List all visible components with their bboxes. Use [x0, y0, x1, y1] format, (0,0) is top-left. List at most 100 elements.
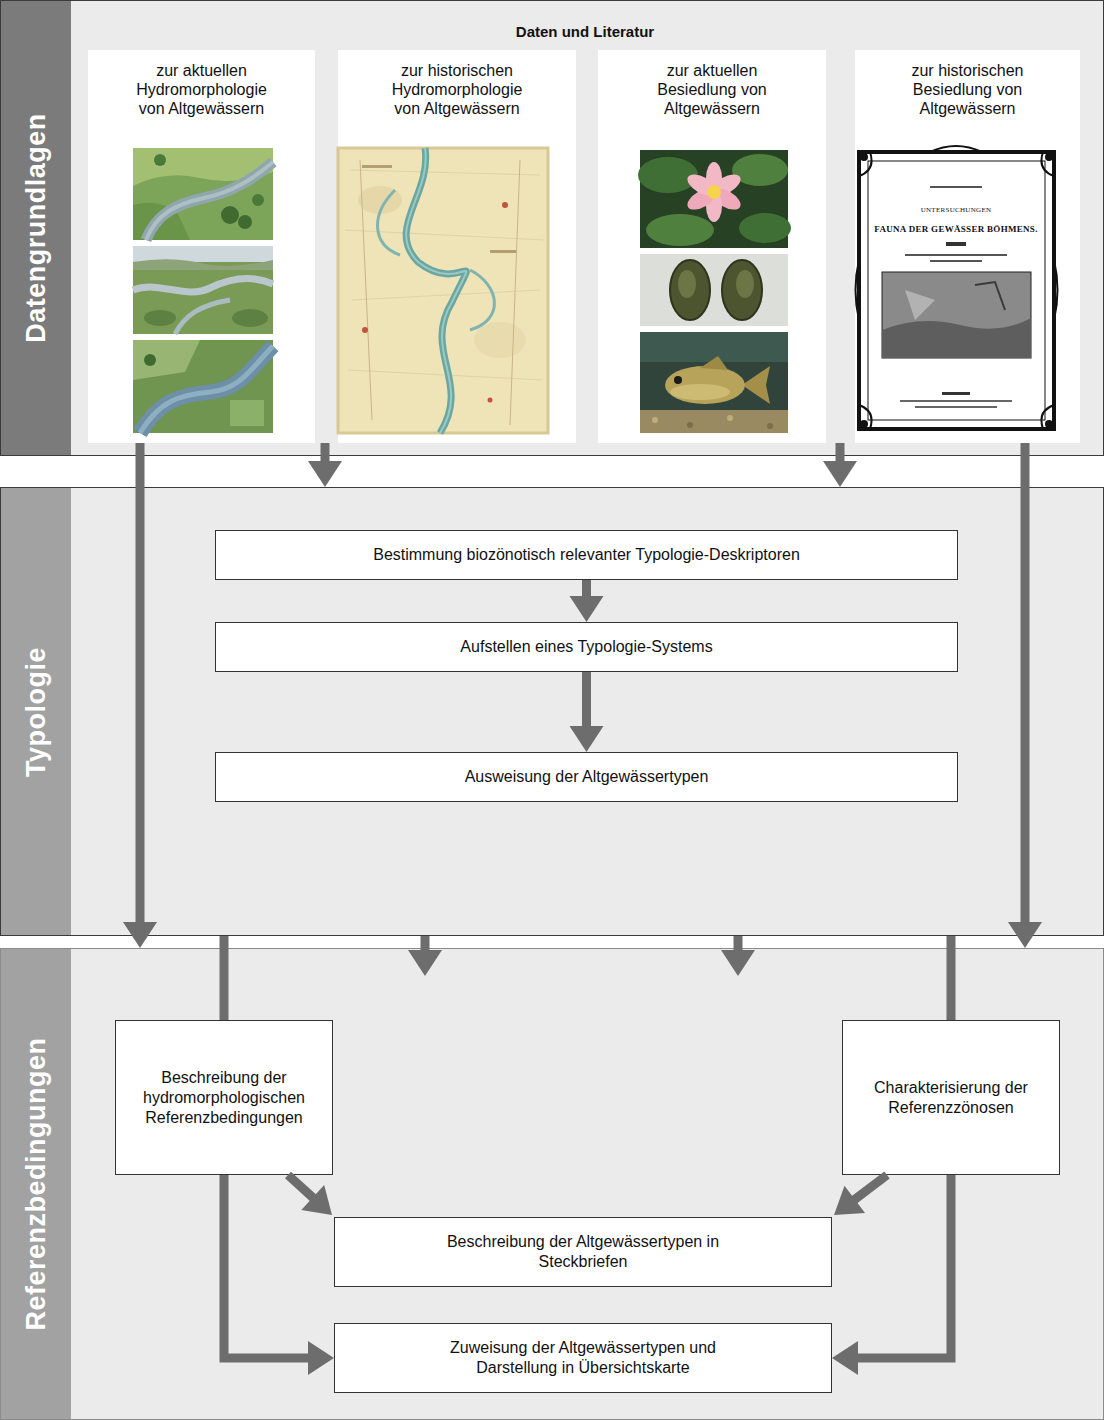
historical-map-part: [488, 398, 493, 403]
box-label: Zuweisung der Altgewässertypen und Darst…: [433, 1338, 733, 1378]
flow-arrow: [288, 1175, 332, 1215]
section-band: Typologie Bestimmung biozönotisch relevan…: [0, 487, 1104, 936]
fish-photo-part: [640, 410, 788, 433]
aerial-photo-part: [133, 278, 273, 292]
box-label: Ausweisung der Altgewässertypen: [465, 767, 709, 787]
arrow-shaft: [853, 1175, 887, 1201]
aerial-photo-part: [133, 148, 273, 240]
box-label: Charakterisierung der Referenzzönosen: [853, 1078, 1049, 1118]
historical-map-part: [378, 190, 400, 255]
fish-photo-part: [767, 423, 773, 429]
arrow-head: [308, 461, 342, 487]
aerial-photo-part: [221, 206, 239, 224]
section-band: ReferenzbedingungenBeschreibung der hydr…: [0, 948, 1104, 1420]
historical-map-part: [345, 170, 545, 380]
column-heading: zur historischen Hydromorphologie von Al…: [382, 61, 532, 119]
fish-photo-part: [700, 356, 728, 370]
process-box: Beschreibung der Altgewässertypen in Ste…: [334, 1217, 832, 1287]
flow-arrow: [832, 1175, 951, 1375]
book-cover-part: [905, 254, 1007, 256]
aerial-photo-part: [133, 148, 273, 186]
book-cover-part: [882, 272, 1031, 358]
book-cover-part: [856, 260, 1058, 320]
aerial-photo-part: [140, 346, 273, 433]
fish-photo-part: [652, 417, 658, 423]
book-cover-part: [915, 406, 997, 408]
book-cover-part: [930, 260, 982, 262]
arrow-shaft: [582, 580, 591, 598]
flow-arrow: [224, 1175, 334, 1375]
book-cover-part: [859, 152, 1054, 429]
fish-photo: [640, 332, 788, 433]
book-cover-part: [855, 148, 1058, 433]
historical-map-part: [474, 322, 526, 358]
aerial-photo-part: [133, 246, 273, 262]
arrow-head: [570, 596, 604, 622]
cover-text: UNTERSUCHUNGEN: [921, 206, 992, 214]
band-title-holder: Referenzbedingungen: [21, 1037, 52, 1330]
book-cover-part: [946, 242, 966, 246]
aerial-photo-part: [252, 194, 264, 206]
water-lily-photo-part: [739, 213, 791, 243]
column-heading: zur aktuellen Hydromorphologie von Altge…: [127, 61, 277, 119]
arrow-shaft: [136, 443, 145, 924]
aerial-photo: [133, 148, 273, 240]
fish-photo-part: [640, 332, 788, 362]
aerial-photo-part: [146, 162, 273, 240]
aerial-photo-part: [133, 340, 200, 380]
historical-map-part: [490, 250, 516, 253]
arrow-head: [1008, 922, 1042, 948]
process-box: Bestimmung biozönotisch relevanter Typol…: [215, 530, 958, 580]
aerial-photo: [133, 340, 273, 433]
arrow-head: [301, 1185, 332, 1215]
water-lily-photo-part-part: [706, 190, 722, 222]
arrow-shaft: [421, 936, 430, 952]
aerial-photo-part: [154, 154, 166, 166]
mussel-photo-part: [640, 254, 788, 326]
aerial-photo: [133, 246, 273, 334]
aerial-photo-part: [140, 346, 273, 433]
book-cover-part: [882, 318, 1031, 358]
arrow-head: [832, 1341, 858, 1375]
historical-map-part: [502, 202, 508, 208]
fish-photo-part: [670, 384, 730, 400]
water-lily-photo-part-part: [684, 170, 720, 200]
water-lily-photo-part-part: [707, 185, 721, 199]
book-cover-part: [900, 400, 1012, 402]
historical-map-part: [362, 165, 392, 168]
arrow-shaft: [836, 443, 845, 463]
band-title: Datengrundlagen: [21, 113, 51, 343]
flow-arrow: [570, 672, 604, 752]
historical-map-part: [362, 327, 368, 333]
book-cover-part: [1045, 420, 1053, 428]
water-lily-photo-part-part: [708, 170, 744, 200]
flow-arrow: [570, 580, 604, 622]
flow-arrow: [1008, 443, 1042, 948]
arrow-shaft: [734, 936, 743, 952]
historical-map-part: [338, 148, 548, 433]
book-cover-part: [905, 290, 935, 320]
aerial-photo-part: [175, 300, 230, 334]
cover-text-holder: FAUNA DER GEWÄSSER BÖHMENS.: [862, 218, 1050, 236]
mussel-photo-part: [678, 270, 696, 298]
process-box: Ausweisung der Altgewässertypen: [215, 752, 958, 802]
fish-photo-part: [674, 376, 682, 384]
book-cover-part: [860, 153, 868, 161]
arrow-head: [308, 1341, 334, 1375]
band-title-holder: Typologie: [21, 647, 52, 777]
source-column: zur aktuellen Besiedlung von Altgewässer…: [598, 50, 826, 443]
book-cover-part: [942, 392, 970, 395]
book-cover-part: [930, 146, 982, 152]
process-box: Zuweisung der Altgewässertypen und Darst…: [334, 1323, 832, 1393]
arrow-shaft: [582, 672, 591, 728]
historical-map-part: [360, 160, 520, 425]
historical-map-part: [338, 148, 548, 433]
water-lily-photo-part: [640, 150, 788, 248]
book-cover-part: [930, 186, 982, 188]
water-lily-photo-part: [684, 162, 744, 222]
water-lily-photo-part-part: [708, 184, 744, 214]
source-column: zur aktuellen Hydromorphologie von Altge…: [88, 50, 315, 443]
historical-map-part: [470, 270, 494, 330]
band-title: Referenzbedingungen: [21, 1037, 51, 1330]
